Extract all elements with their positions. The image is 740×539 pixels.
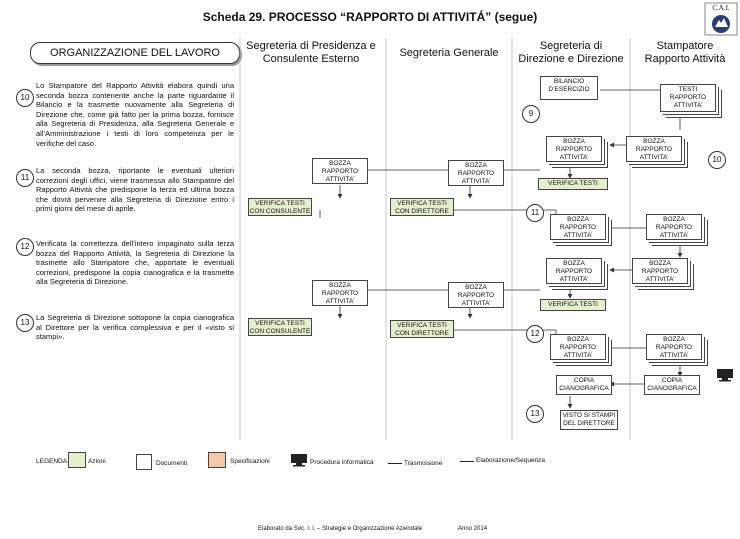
flow-number: 11 (526, 204, 544, 222)
doc-bozza: BOZZA RAPPORTO ATTIVITA’ (550, 334, 606, 360)
legend-documenti: Documenti (156, 460, 188, 467)
page-title: Scheda 29. PROCESSO “RAPPORTO DI ATTIVIT… (202, 10, 538, 24)
legend-sequence-line (460, 461, 474, 462)
header-direzione: Segreteria di Direzione e Direzione (512, 40, 630, 66)
flow-number: 12 (526, 325, 544, 343)
doc-testi: TESTI RAPPORTO ATTIVITA’ (660, 84, 716, 112)
doc-bozza: BOZZA RAPPORTO ATTIVITA’ (550, 214, 606, 240)
action-verifica-testi: VERIFICA TESTI (538, 178, 608, 190)
bozza-title: BOZZA (329, 282, 351, 289)
header-generale: Segreteria Generale (399, 47, 499, 59)
bozza-sub: RAPPORTO ATTIVITA’ (555, 268, 593, 283)
bozza-sub: RAPPORTO ATTIVITA’ (559, 344, 597, 359)
doc-bozza: BOZZA RAPPORTO ATTIVITA’ (448, 282, 504, 308)
legend-specificazioni: Specificazioni (230, 458, 270, 465)
step-description: Lo Stampatore del Rapporto Attività elab… (36, 81, 234, 148)
bozza-sub: RAPPORTO ATTIVITA’ (655, 344, 693, 359)
legend-transmission-line (388, 463, 402, 464)
header-presidenza-line2: Consulente Esterno (262, 53, 360, 65)
header-stampatore-line1: Stampatore (656, 40, 714, 52)
action-verifica-consulente: VERIFICA TESTI CON CONSULENTE (248, 318, 312, 336)
legend-elaborazione: Elaborazione/Sequenza (476, 457, 546, 464)
doc-copia-cianografica: COPIA CIANOGRAFICA (556, 375, 612, 395)
step-description: La Segreteria di Direzione sottopone la … (36, 313, 234, 342)
bozza-sub: RAPPORTO ATTIVITA’ (321, 290, 359, 305)
doc-visto-stampi: VISTO SI STAMPI DEL DIRETTORE (560, 410, 618, 430)
bozza-title: BOZZA (663, 216, 685, 223)
flow-number: 13 (526, 405, 544, 423)
doc-bozza: BOZZA RAPPORTO ATTIVITA’ (646, 334, 702, 360)
bozza-title: BOZZA (663, 336, 685, 343)
flow-number: 9 (522, 105, 540, 123)
action-verifica-direttore: VERIFICA TESTI CON DIRETTORE (390, 320, 454, 338)
doc-bozza: BOZZA RAPPORTO ATTIVITA’ (632, 258, 688, 284)
header-presidenza: Segreteria di Presidenza e Consulente Es… (240, 40, 382, 66)
step-number: 13 (16, 314, 34, 332)
org-header: ORGANIZZAZIONE DEL LAVORO (30, 42, 240, 64)
bozza-sub: RAPPORTO ATTIVITA’ (635, 146, 673, 161)
action-verifica-consulente: VERIFICA TESTI CON CONSULENTE (248, 198, 312, 216)
doc-bozza: BOZZA RAPPORTO ATTIVITA’ (312, 280, 368, 306)
bozza-title: BOZZA (567, 216, 589, 223)
doc-bozza: BOZZA RAPPORTO ATTIVITA’ (448, 160, 504, 186)
step-number: 11 (16, 169, 34, 187)
action-verifica-direttore: VERIFICA TESTI CON DIRETTORE (390, 198, 454, 216)
bozza-title: BOZZA (563, 138, 585, 145)
footer-left: Elaborato da Soc. r. l. – Strategie e Or… (258, 526, 423, 532)
legend-spec-swatch (208, 452, 226, 468)
step-number: 12 (16, 238, 34, 256)
legend-trasmissione: Trasmissione (404, 460, 443, 467)
legend-document-swatch (136, 454, 152, 470)
logo-text: C.A.I. (712, 4, 730, 12)
cai-logo-icon: C.A.I. (704, 2, 738, 36)
bozza-sub: RAPPORTO ATTIVITA’ (457, 170, 495, 185)
bozza-sub: RAPPORTO ATTIVITA’ (555, 146, 593, 161)
bozza-title: BOZZA (643, 138, 665, 145)
step-description: Verificata la correttezza dell’intero im… (36, 239, 234, 287)
doc-bozza: BOZZA RAPPORTO ATTIVITA’ (646, 214, 702, 240)
doc-bozza: BOZZA RAPPORTO ATTIVITA’ (626, 136, 682, 162)
header-presidenza-line1: Segreteria di Presidenza e (246, 40, 376, 52)
header-direzione-line1: Segreteria di (539, 40, 603, 52)
bozza-sub: RAPPORTO ATTIVITA’ (457, 292, 495, 307)
header-stampatore: Stampatore Rapporto Attività (630, 40, 740, 66)
computer-icon (716, 368, 734, 387)
header-direzione-line2: Direzione e Direzione (518, 53, 624, 65)
bozza-sub: RAPPORTO ATTIVITA’ (655, 224, 693, 239)
bozza-title: BOZZA (649, 260, 671, 267)
doc-bozza: BOZZA RAPPORTO ATTIVITA’ (312, 158, 368, 184)
bozza-title: BOZZA (465, 284, 487, 291)
header-stampatore-line2: Rapporto Attività (644, 53, 726, 65)
bozza-title: BOZZA (567, 336, 589, 343)
computer-icon (290, 453, 308, 472)
bozza-sub: RAPPORTO ATTIVITA’ (641, 268, 679, 283)
doc-bozza: BOZZA RAPPORTO ATTIVITA’ (546, 258, 602, 284)
step-number: 10 (16, 89, 34, 107)
doc-bozza: BOZZA RAPPORTO ATTIVITA’ (546, 136, 602, 162)
bozza-title: BOZZA (465, 162, 487, 169)
legend-label: LEGENDA (36, 458, 68, 465)
footer-right: Anno 2014 (458, 526, 488, 532)
doc-copia-cianografica: COPIA CIANOGRAFICA (644, 375, 700, 395)
step-description: La seconda bozza, riportante le eventual… (36, 166, 234, 214)
legend-procedura: Procedura informatica (310, 459, 374, 466)
bozza-sub: RAPPORTO ATTIVITA’ (559, 224, 597, 239)
legend-azioni: Azioni (88, 458, 106, 465)
action-verifica-testi: VERIFICA TESTI (540, 299, 606, 311)
bozza-title: BOZZA (563, 260, 585, 267)
legend-action-swatch (68, 452, 86, 468)
flow-number: 10 (708, 151, 726, 169)
bozza-title: BOZZA (329, 160, 351, 167)
doc-bilancio: BILANCIO D’ESERCIZIO (540, 76, 598, 100)
bozza-sub: RAPPORTO ATTIVITA’ (321, 168, 359, 183)
